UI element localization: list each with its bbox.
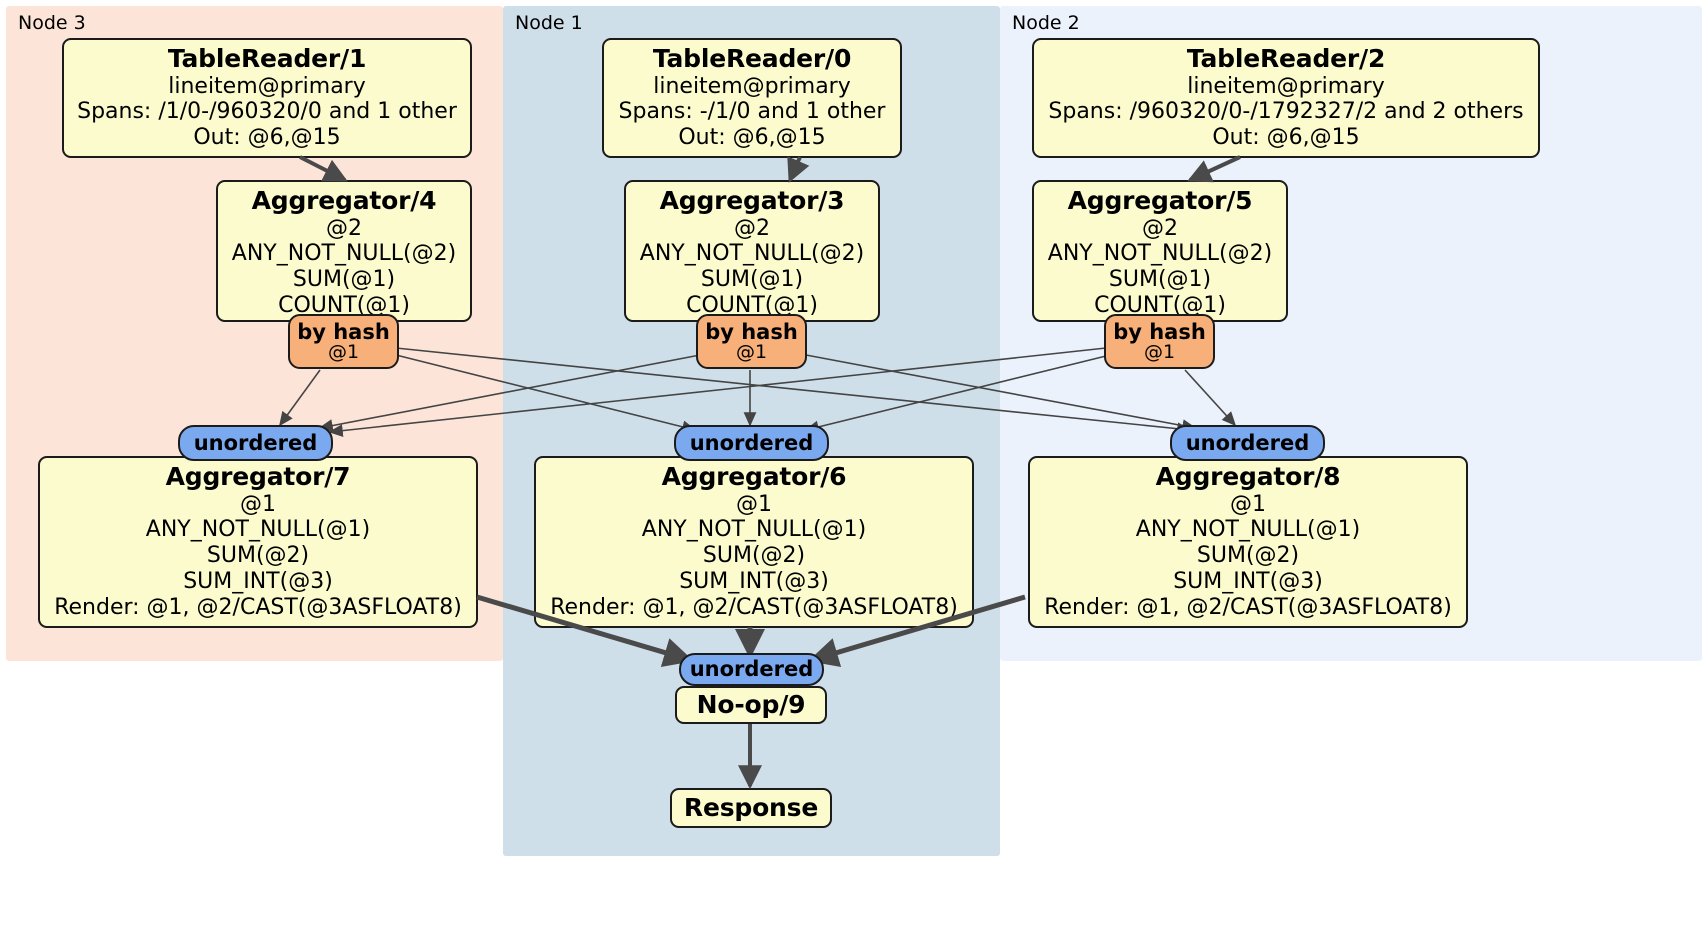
processor-aggregator-7[interactable]: Aggregator/7 @1 ANY_NOT_NULL(@1) SUM(@2)… <box>38 456 478 628</box>
processor-line: Spans: -/1/0 and 1 other <box>618 99 886 125</box>
processor-aggregator-6[interactable]: Aggregator/6 @1 ANY_NOT_NULL(@1) SUM(@2)… <box>534 456 974 628</box>
processor-line: ANY_NOT_NULL(@2) <box>639 241 865 267</box>
badge-title: by hash <box>705 319 798 344</box>
badge-unordered-right[interactable]: unordered <box>1170 425 1325 461</box>
processor-title: Aggregator/5 <box>1067 186 1253 215</box>
processor-tablereader-2[interactable]: TableReader/2 lineitem@primary Spans: /9… <box>1032 38 1540 158</box>
processor-line: ANY_NOT_NULL(@1) <box>641 517 867 543</box>
processor-aggregator-8[interactable]: Aggregator/8 @1 ANY_NOT_NULL(@1) SUM(@2)… <box>1028 456 1468 628</box>
processor-response[interactable]: Response <box>670 788 832 828</box>
processor-line: Out: @6,@15 <box>678 125 826 151</box>
processor-line: lineitem@primary <box>168 73 366 99</box>
processor-title: Aggregator/6 <box>661 462 847 491</box>
processor-line: ANY_NOT_NULL(@2) <box>231 241 457 267</box>
processor-title: No-op/9 <box>696 690 806 720</box>
badge-by-hash-mid[interactable]: by hash @1 <box>696 314 807 369</box>
processor-line: SUM_INT(@3) <box>1173 569 1323 595</box>
processor-line: @2 <box>734 215 770 241</box>
processor-line: SUM_INT(@3) <box>183 569 333 595</box>
processor-line: Render: @1, @2/CAST(@3ASFLOAT8) <box>550 595 958 621</box>
processor-line: SUM(@2) <box>702 543 806 569</box>
processor-title: Aggregator/8 <box>1155 462 1341 491</box>
processor-title: TableReader/0 <box>652 44 852 73</box>
badge-subtitle: @1 <box>1143 340 1176 363</box>
processor-line: SUM_INT(@3) <box>679 569 829 595</box>
processor-line: @2 <box>1142 215 1178 241</box>
panel-node-3-label: Node 3 <box>18 12 86 34</box>
processor-line: ANY_NOT_NULL(@1) <box>145 517 371 543</box>
processor-title: TableReader/1 <box>167 44 367 73</box>
processor-noop-9[interactable]: No-op/9 <box>675 686 827 724</box>
processor-line: Spans: /1/0-/960320/0 and 1 other <box>77 99 457 125</box>
badge-unordered-left[interactable]: unordered <box>178 425 333 461</box>
badge-title: unordered <box>193 430 318 455</box>
badge-title: unordered <box>1185 430 1310 455</box>
processor-title: Aggregator/4 <box>251 186 437 215</box>
processor-line: Render: @1, @2/CAST(@3ASFLOAT8) <box>54 595 462 621</box>
processor-line: @1 <box>240 491 276 517</box>
processor-aggregator-5[interactable]: Aggregator/5 @2 ANY_NOT_NULL(@2) SUM(@1)… <box>1032 180 1288 322</box>
processor-line: Out: @6,@15 <box>1212 125 1360 151</box>
processor-tablereader-1[interactable]: TableReader/1 lineitem@primary Spans: /1… <box>62 38 472 158</box>
panel-node-2-label: Node 2 <box>1012 12 1080 34</box>
processor-line: @1 <box>1230 491 1266 517</box>
badge-subtitle: @1 <box>735 340 768 363</box>
badge-unordered-final[interactable]: unordered <box>679 653 824 686</box>
processor-title: Aggregator/3 <box>659 186 845 215</box>
processor-line: @1 <box>736 491 772 517</box>
badge-title: unordered <box>689 657 814 682</box>
processor-line: Render: @1, @2/CAST(@3ASFLOAT8) <box>1044 595 1452 621</box>
processor-line: ANY_NOT_NULL(@1) <box>1135 517 1361 543</box>
processor-line: ANY_NOT_NULL(@2) <box>1047 241 1273 267</box>
processor-line: SUM(@2) <box>206 543 310 569</box>
badge-unordered-mid[interactable]: unordered <box>674 425 829 461</box>
badge-by-hash-left[interactable]: by hash @1 <box>288 314 399 369</box>
processor-line: SUM(@1) <box>700 267 804 293</box>
processor-title: Aggregator/7 <box>165 462 351 491</box>
badge-by-hash-right[interactable]: by hash @1 <box>1104 314 1215 369</box>
processor-title: Response <box>683 793 819 823</box>
badge-title: unordered <box>689 430 814 455</box>
badge-subtitle: @1 <box>327 340 360 363</box>
processor-title: TableReader/2 <box>1186 44 1386 73</box>
processor-aggregator-3[interactable]: Aggregator/3 @2 ANY_NOT_NULL(@2) SUM(@1)… <box>624 180 880 322</box>
processor-line: lineitem@primary <box>653 73 851 99</box>
processor-line: @2 <box>326 215 362 241</box>
processor-line: lineitem@primary <box>1187 73 1385 99</box>
processor-line: Spans: /960320/0-/1792327/2 and 2 others <box>1048 99 1524 125</box>
processor-aggregator-4[interactable]: Aggregator/4 @2 ANY_NOT_NULL(@2) SUM(@1)… <box>216 180 472 322</box>
badge-title: by hash <box>1113 319 1206 344</box>
processor-line: SUM(@1) <box>1108 267 1212 293</box>
panel-node-1-label: Node 1 <box>515 12 583 34</box>
processor-line: SUM(@2) <box>1196 543 1300 569</box>
badge-title: by hash <box>297 319 390 344</box>
processor-line: SUM(@1) <box>292 267 396 293</box>
processor-line: Out: @6,@15 <box>193 125 341 151</box>
processor-tablereader-0[interactable]: TableReader/0 lineitem@primary Spans: -/… <box>602 38 902 158</box>
